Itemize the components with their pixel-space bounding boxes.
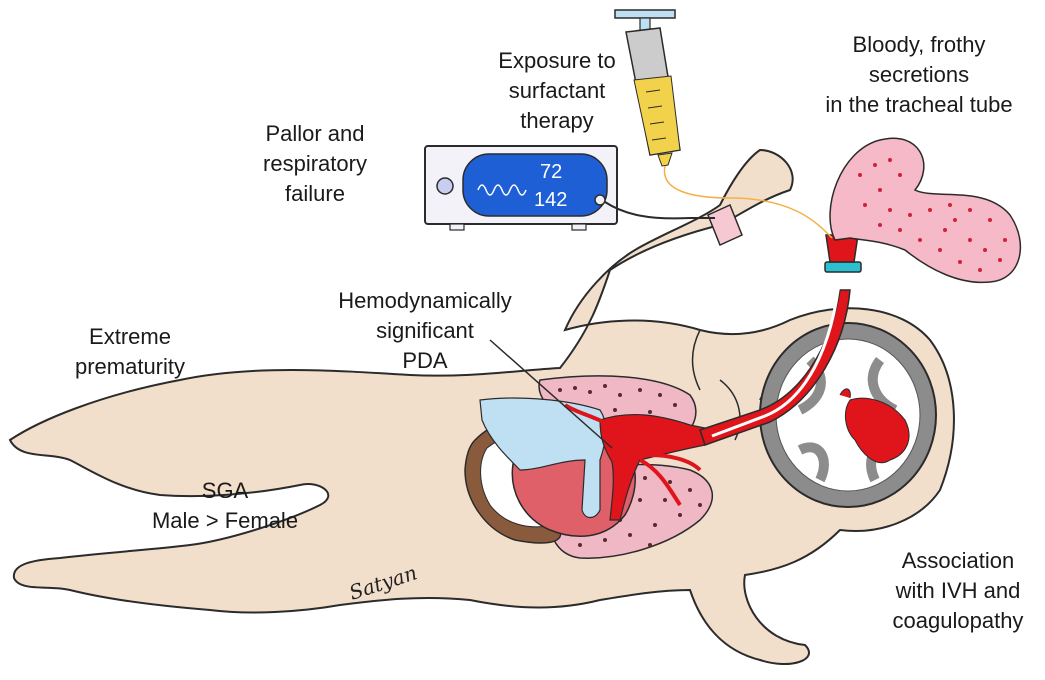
label-bloody-secretions: Bloody, frothy secretions in the trachea… [808, 30, 1030, 120]
label-line: with IVH and [878, 576, 1038, 606]
monitor-value-142: 142 [534, 189, 567, 211]
tube-connector [825, 262, 861, 272]
label-surfactant-exposure: Exposure to surfactant therapy [482, 46, 632, 136]
label-line: therapy [482, 106, 632, 136]
label-line: PDA [310, 346, 540, 376]
label-line: significant [310, 316, 540, 346]
brain-section [760, 323, 936, 507]
monitor-cable [605, 202, 715, 218]
frothy-secretions [830, 138, 1020, 282]
syringe-fluid [634, 76, 680, 155]
label-line: Association [878, 546, 1038, 576]
label-line: surfactant [482, 76, 632, 106]
label-line: failure [245, 179, 385, 209]
label-line: coagulopathy [878, 606, 1038, 636]
monitor-knob [437, 178, 453, 194]
monitor-value-72: 72 [540, 161, 562, 183]
label-pda: Hemodynamically significant PDA [310, 286, 540, 376]
label-extreme-prematurity: Extreme prematurity [60, 322, 200, 382]
label-line: Male > Female [130, 506, 320, 536]
label-line: Hemodynamically [310, 286, 540, 316]
label-line: prematurity [60, 352, 200, 382]
label-line: Pallor and [245, 119, 385, 149]
monitor-port [595, 195, 605, 205]
label-sga-sex: SGA Male > Female [130, 476, 320, 536]
label-pallor-respiratory-failure: Pallor and respiratory failure [245, 119, 385, 209]
label-line: Exposure to [482, 46, 632, 76]
label-ivh-coagulopathy: Association with IVH and coagulopathy [878, 546, 1038, 636]
label-line: in the tracheal tube [808, 90, 1030, 120]
label-line: SGA [130, 476, 320, 506]
label-line: secretions [808, 60, 1030, 90]
vital-signs-monitor: 72 142 [425, 146, 617, 230]
label-line: respiratory [245, 149, 385, 179]
label-line: Bloody, frothy [808, 30, 1030, 60]
label-line: Extreme [60, 322, 200, 352]
